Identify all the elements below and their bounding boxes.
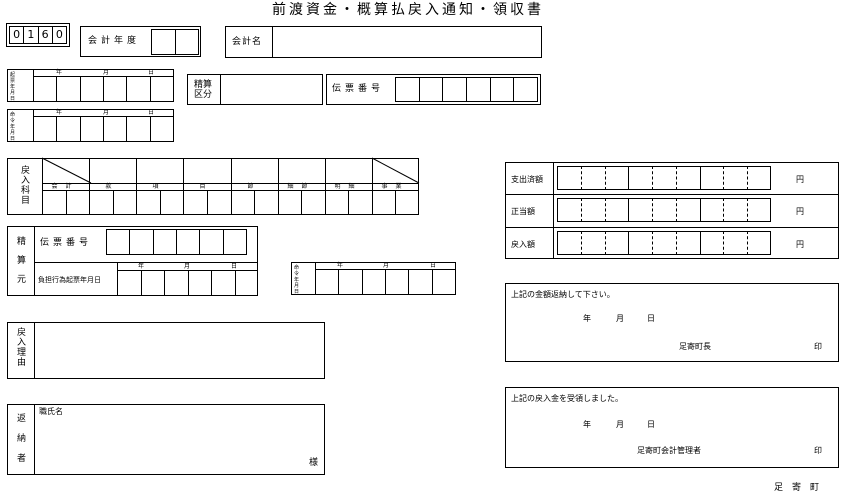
form-code-box xyxy=(6,23,70,47)
refund-subject-input[interactable] xyxy=(184,159,229,182)
amount-unit-1: 円 xyxy=(796,175,804,184)
refund-reason-box xyxy=(7,322,325,379)
notice-box xyxy=(505,283,839,362)
amount-label-2: 正当額 xyxy=(511,207,535,216)
day-mark: 日 xyxy=(148,109,155,116)
notice-seal: 印 xyxy=(814,342,822,351)
voucher-no-input[interactable] xyxy=(395,77,538,102)
year-mark: 年 xyxy=(583,314,591,323)
day-mark: 日 xyxy=(231,263,238,270)
month-mark: 月 xyxy=(616,420,624,429)
notice-text: 上記の金額返納して下さい。 xyxy=(511,290,615,299)
notice-signer: 足寄町長 xyxy=(679,342,711,351)
amount-input-3[interactable] xyxy=(557,231,771,255)
year-mark: 年 xyxy=(56,109,63,116)
refund-subject-input[interactable] xyxy=(90,159,135,182)
refund-subject-column-3: 項 xyxy=(152,183,167,190)
account-name-label: 会計名 xyxy=(232,37,263,47)
year-mark: 年 xyxy=(56,69,63,76)
refund-subject-label: 戻入科目 xyxy=(19,165,29,205)
form-code-cells: 0 1 6 0 xyxy=(9,26,67,44)
payer-suffix: 様 xyxy=(309,458,319,468)
amount-unit-2: 円 xyxy=(796,207,804,216)
form-code-digit: 0 xyxy=(10,27,25,43)
amount-label-1: 支出済額 xyxy=(511,175,543,184)
payer-box xyxy=(7,404,325,475)
receipt-text: 上記の戻入金を受領しました。 xyxy=(511,394,623,403)
month-mark: 月 xyxy=(383,262,390,269)
fiscal-year-box xyxy=(80,26,201,57)
issue-date-input[interactable] xyxy=(33,76,174,102)
refund-subject-column-8: 事業 xyxy=(381,183,410,190)
refund-reason-input[interactable] xyxy=(35,323,324,378)
form-code-digit: 1 xyxy=(24,27,39,43)
month-mark: 月 xyxy=(184,263,191,270)
payer-name-input[interactable] xyxy=(80,405,304,474)
voucher-no-box xyxy=(326,74,541,105)
action-date-input[interactable] xyxy=(117,270,258,296)
settlement-voucher-input[interactable] xyxy=(106,229,247,255)
refund-subject-column-5: 節 xyxy=(247,183,262,190)
refund-subject-box xyxy=(7,158,419,215)
order-date-input-top[interactable] xyxy=(33,116,174,142)
day-mark: 日 xyxy=(647,420,655,429)
fiscal-year-label: 会計年度 xyxy=(88,36,141,46)
order-date-label: 命令年月日 xyxy=(294,265,300,295)
refund-subject-column-4: 目 xyxy=(199,183,214,190)
refund-subject-input[interactable] xyxy=(232,159,277,182)
day-mark: 日 xyxy=(647,314,655,323)
order-date-input[interactable] xyxy=(315,269,456,295)
receipt-signer: 足寄町会計管理者 xyxy=(637,446,701,455)
refund-subject-column-1: 会計 xyxy=(51,183,80,190)
amounts-box xyxy=(505,162,839,259)
refund-subject-input[interactable] xyxy=(43,159,88,182)
settlement-source-box xyxy=(7,226,258,296)
receipt-seal: 印 xyxy=(814,446,822,455)
fiscal-year-input[interactable] xyxy=(151,29,199,55)
refund-subject-column-7: 明細 xyxy=(334,183,363,190)
year-mark: 年 xyxy=(138,263,145,270)
refund-subject-column-2: 款 xyxy=(105,183,120,190)
month-mark: 月 xyxy=(103,109,110,116)
year-mark: 年 xyxy=(337,262,344,269)
amount-input-1[interactable] xyxy=(557,166,771,190)
month-mark: 月 xyxy=(103,69,110,76)
amount-unit-3: 円 xyxy=(796,240,804,249)
page-title: 前渡資金・概算払戻入通知・領収書 xyxy=(272,2,544,18)
municipality-footer: 足寄町 xyxy=(774,483,829,493)
day-mark: 日 xyxy=(430,262,437,269)
amount-label-3: 戻入額 xyxy=(511,240,535,249)
amount-input-2[interactable] xyxy=(557,198,771,222)
refund-subject-column-6: 細節 xyxy=(287,183,316,190)
month-mark: 月 xyxy=(616,314,624,323)
refund-subject-input[interactable] xyxy=(373,159,418,182)
receipt-box xyxy=(505,387,839,468)
form-code-digit: 0 xyxy=(55,28,63,41)
account-name-box xyxy=(225,26,542,58)
refund-subject-input[interactable] xyxy=(137,159,182,182)
settlement-type-label: 精算区分 xyxy=(193,80,212,100)
voucher-no-label: 伝票番号 xyxy=(332,84,385,94)
action-date-label: 負担行為起票年月日 xyxy=(38,276,101,284)
form-code-digit: 6 xyxy=(39,27,53,43)
refund-subject-input[interactable] xyxy=(279,159,324,182)
day-mark: 日 xyxy=(148,69,155,76)
year-mark: 年 xyxy=(583,420,591,429)
settlement-type-box xyxy=(187,74,323,105)
refund-subject-input[interactable] xyxy=(326,159,371,182)
settlement-source-label: 精算元 xyxy=(15,236,25,293)
order-date-label-top: 命令年月日 xyxy=(10,112,16,142)
payer-label: 返納者 xyxy=(15,413,25,473)
refund-reason-label: 戻入理由 xyxy=(15,327,25,367)
issue-date-label: 起票年月日 xyxy=(10,72,16,102)
payer-name-label: 職氏名 xyxy=(39,407,63,416)
settlement-voucher-label: 伝票番号 xyxy=(40,238,93,248)
